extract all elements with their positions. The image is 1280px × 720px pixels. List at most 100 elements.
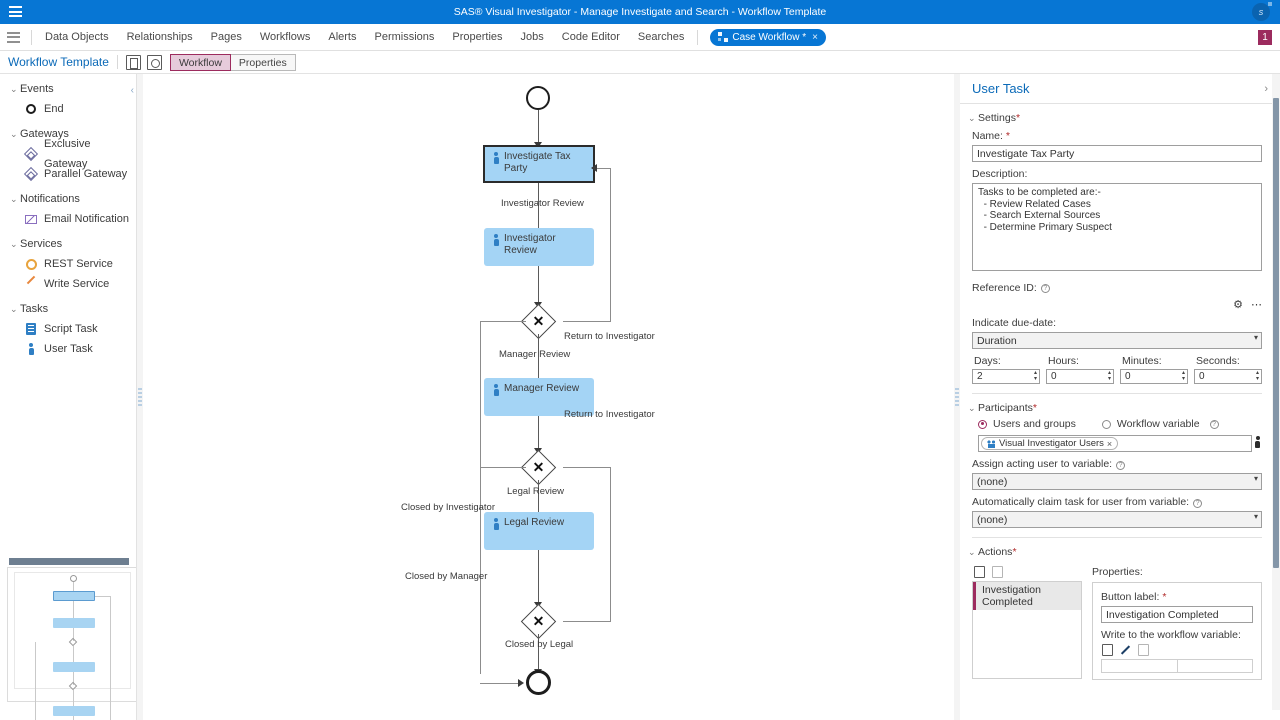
minimap-node — [53, 591, 95, 601]
open-tab-case-workflow[interactable]: Case Workflow * × — [710, 28, 826, 46]
section-actions[interactable]: ⌄Actions* — [968, 546, 1262, 558]
write-variable-table[interactable] — [1101, 659, 1253, 673]
minimap-titlebar[interactable] — [9, 558, 129, 565]
due-date-select[interactable] — [972, 332, 1262, 349]
hamburger-icon[interactable] — [9, 6, 22, 17]
nav-item-properties[interactable]: Properties — [452, 30, 503, 43]
claim-variable-select[interactable] — [972, 511, 1262, 528]
nav-item-workflows[interactable]: Workflows — [259, 30, 311, 43]
stepper-arrows-icon[interactable]: ▴▾ — [1033, 370, 1037, 382]
radio-workflow-variable-label[interactable]: Workflow variable — [1116, 418, 1200, 430]
validate-template-icon[interactable] — [146, 54, 162, 70]
palette-group-events[interactable]: ⌄Events — [0, 80, 136, 99]
scrollbar-thumb[interactable] — [1273, 98, 1279, 568]
nav-item-permissions[interactable]: Permissions — [374, 30, 435, 43]
section-participants[interactable]: ⌄Participants* — [968, 402, 1262, 414]
workflow-canvas[interactable]: Investigate Tax Party Investigator Revie… — [143, 74, 954, 720]
delete-action-icon[interactable] — [992, 566, 1003, 578]
participants-token-input[interactable]: Visual Investigator Users × — [978, 435, 1252, 452]
duration-seconds: Seconds: ▴▾ — [1194, 355, 1262, 384]
palette-item-user-task[interactable]: User Task — [0, 339, 136, 359]
actions-toolbar — [974, 566, 1082, 578]
action-list-item[interactable]: Investigation Completed — [973, 582, 1081, 610]
minimap-panel[interactable] — [7, 558, 136, 720]
palette-item-end[interactable]: End — [0, 99, 136, 119]
palette-group-services[interactable]: ⌄Services — [0, 235, 136, 254]
app-grid-icon[interactable] — [7, 31, 20, 43]
stepper-arrows-icon[interactable]: ▴▾ — [1255, 370, 1259, 382]
actions-list[interactable]: Investigation Completed — [972, 581, 1082, 679]
section-settings[interactable]: ⌄Settings* — [968, 112, 1262, 124]
palette-group-notifications[interactable]: ⌄Notifications — [0, 190, 136, 209]
stepper-arrows-icon[interactable]: ▴▾ — [1107, 370, 1111, 382]
days-stepper[interactable]: ▴▾ — [972, 369, 1040, 384]
hours-input[interactable] — [1046, 369, 1114, 384]
task-node-manager-review[interactable]: Manager Review — [484, 378, 594, 416]
help-icon[interactable]: ? — [1193, 499, 1203, 508]
start-event-node[interactable] — [526, 86, 550, 110]
left-splitter[interactable] — [137, 74, 143, 720]
task-node-legal-review[interactable]: Legal Review — [484, 512, 594, 550]
nav-item-relationships[interactable]: Relationships — [126, 30, 193, 43]
nav-item-searches[interactable]: Searches — [637, 30, 685, 43]
help-icon[interactable]: ? — [1040, 283, 1050, 293]
name-input[interactable] — [972, 145, 1262, 162]
edit-variable-icon[interactable] — [1120, 644, 1131, 656]
avatar[interactable]: s — [1252, 3, 1270, 21]
participant-token[interactable]: Visual Investigator Users × — [981, 437, 1119, 450]
radio-users-and-groups[interactable] — [978, 419, 987, 429]
radio-workflow-variable[interactable] — [1101, 419, 1111, 429]
radio-users-and-groups-label[interactable]: Users and groups — [993, 418, 1076, 430]
help-icon[interactable]: ? — [1116, 461, 1126, 470]
minimap-edge — [73, 690, 74, 706]
pick-user-icon[interactable] — [1254, 436, 1261, 449]
minutes-stepper[interactable]: ▴▾ — [1120, 369, 1188, 384]
palette-group-tasks[interactable]: ⌄Tasks — [0, 300, 136, 319]
hours-stepper[interactable]: ▴▾ — [1046, 369, 1114, 384]
nav-item-jobs[interactable]: Jobs — [520, 30, 544, 43]
palette-item-email-notification[interactable]: Email Notification — [0, 209, 136, 229]
minimap-canvas[interactable] — [14, 572, 131, 720]
new-variable-icon[interactable] — [1102, 644, 1113, 656]
palette-item-write-service[interactable]: Write Service — [0, 274, 136, 294]
participant-type-radios: Users and groups Workflow variable ? — [978, 418, 1262, 430]
nav-item-code-editor[interactable]: Code Editor — [561, 30, 620, 43]
nav-item-data-objects[interactable]: Data Objects — [45, 30, 109, 43]
settings-gear-icon[interactable]: ⚙ — [1233, 299, 1243, 311]
palette-item-rest-service[interactable]: REST Service — [0, 254, 136, 274]
chevron-left-icon[interactable]: ‹ — [130, 85, 134, 96]
palette-item-exclusive-gateway[interactable]: Exclusive Gateway — [0, 138, 136, 170]
user-icon — [490, 518, 499, 531]
more-options-icon[interactable]: ⋯ — [1251, 299, 1262, 311]
nav-item-alerts[interactable]: Alerts — [328, 30, 357, 43]
properties-scrollbar[interactable] — [1272, 74, 1280, 710]
task-node-investigate-tax-party[interactable]: Investigate Tax Party — [483, 145, 595, 183]
minutes-input[interactable] — [1120, 369, 1188, 384]
task-node-investigator-review[interactable]: Investigator Review — [484, 228, 594, 266]
new-action-icon[interactable] — [974, 566, 985, 578]
help-icon[interactable]: ? — [1209, 419, 1219, 429]
button-label-input[interactable] — [1101, 606, 1253, 623]
tab-workflow[interactable]: Workflow — [169, 53, 231, 71]
end-event-node[interactable] — [526, 670, 551, 695]
palette-item-script-task[interactable]: Script Task — [0, 319, 136, 339]
stepper-arrows-icon[interactable]: ▴▾ — [1181, 370, 1185, 382]
delete-variable-icon[interactable] — [1138, 644, 1149, 656]
tab-properties[interactable]: Properties — [230, 53, 296, 71]
notification-badge[interactable]: 1 — [1258, 30, 1272, 45]
assign-variable-select[interactable] — [972, 473, 1262, 490]
close-icon[interactable]: × — [812, 31, 818, 43]
nav-item-pages[interactable]: Pages — [210, 30, 242, 43]
seconds-stepper[interactable]: ▴▾ — [1194, 369, 1262, 384]
right-splitter[interactable] — [954, 74, 960, 720]
description-textarea[interactable]: Tasks to be completed are:- - Review Rel… — [972, 183, 1262, 271]
chevron-right-icon[interactable]: › — [1264, 82, 1268, 95]
edge-label-legal-review: Legal Review — [507, 486, 565, 497]
save-template-icon[interactable] — [125, 54, 141, 70]
remove-token-icon[interactable]: × — [1106, 438, 1113, 449]
palette-group-gateways[interactable]: ⌄Gateways — [0, 125, 136, 144]
days-input[interactable] — [972, 369, 1040, 384]
seconds-input[interactable] — [1194, 369, 1262, 384]
palette-item-parallel-gateway[interactable]: Parallel Gateway — [0, 164, 136, 184]
minimap-edge — [73, 672, 74, 685]
